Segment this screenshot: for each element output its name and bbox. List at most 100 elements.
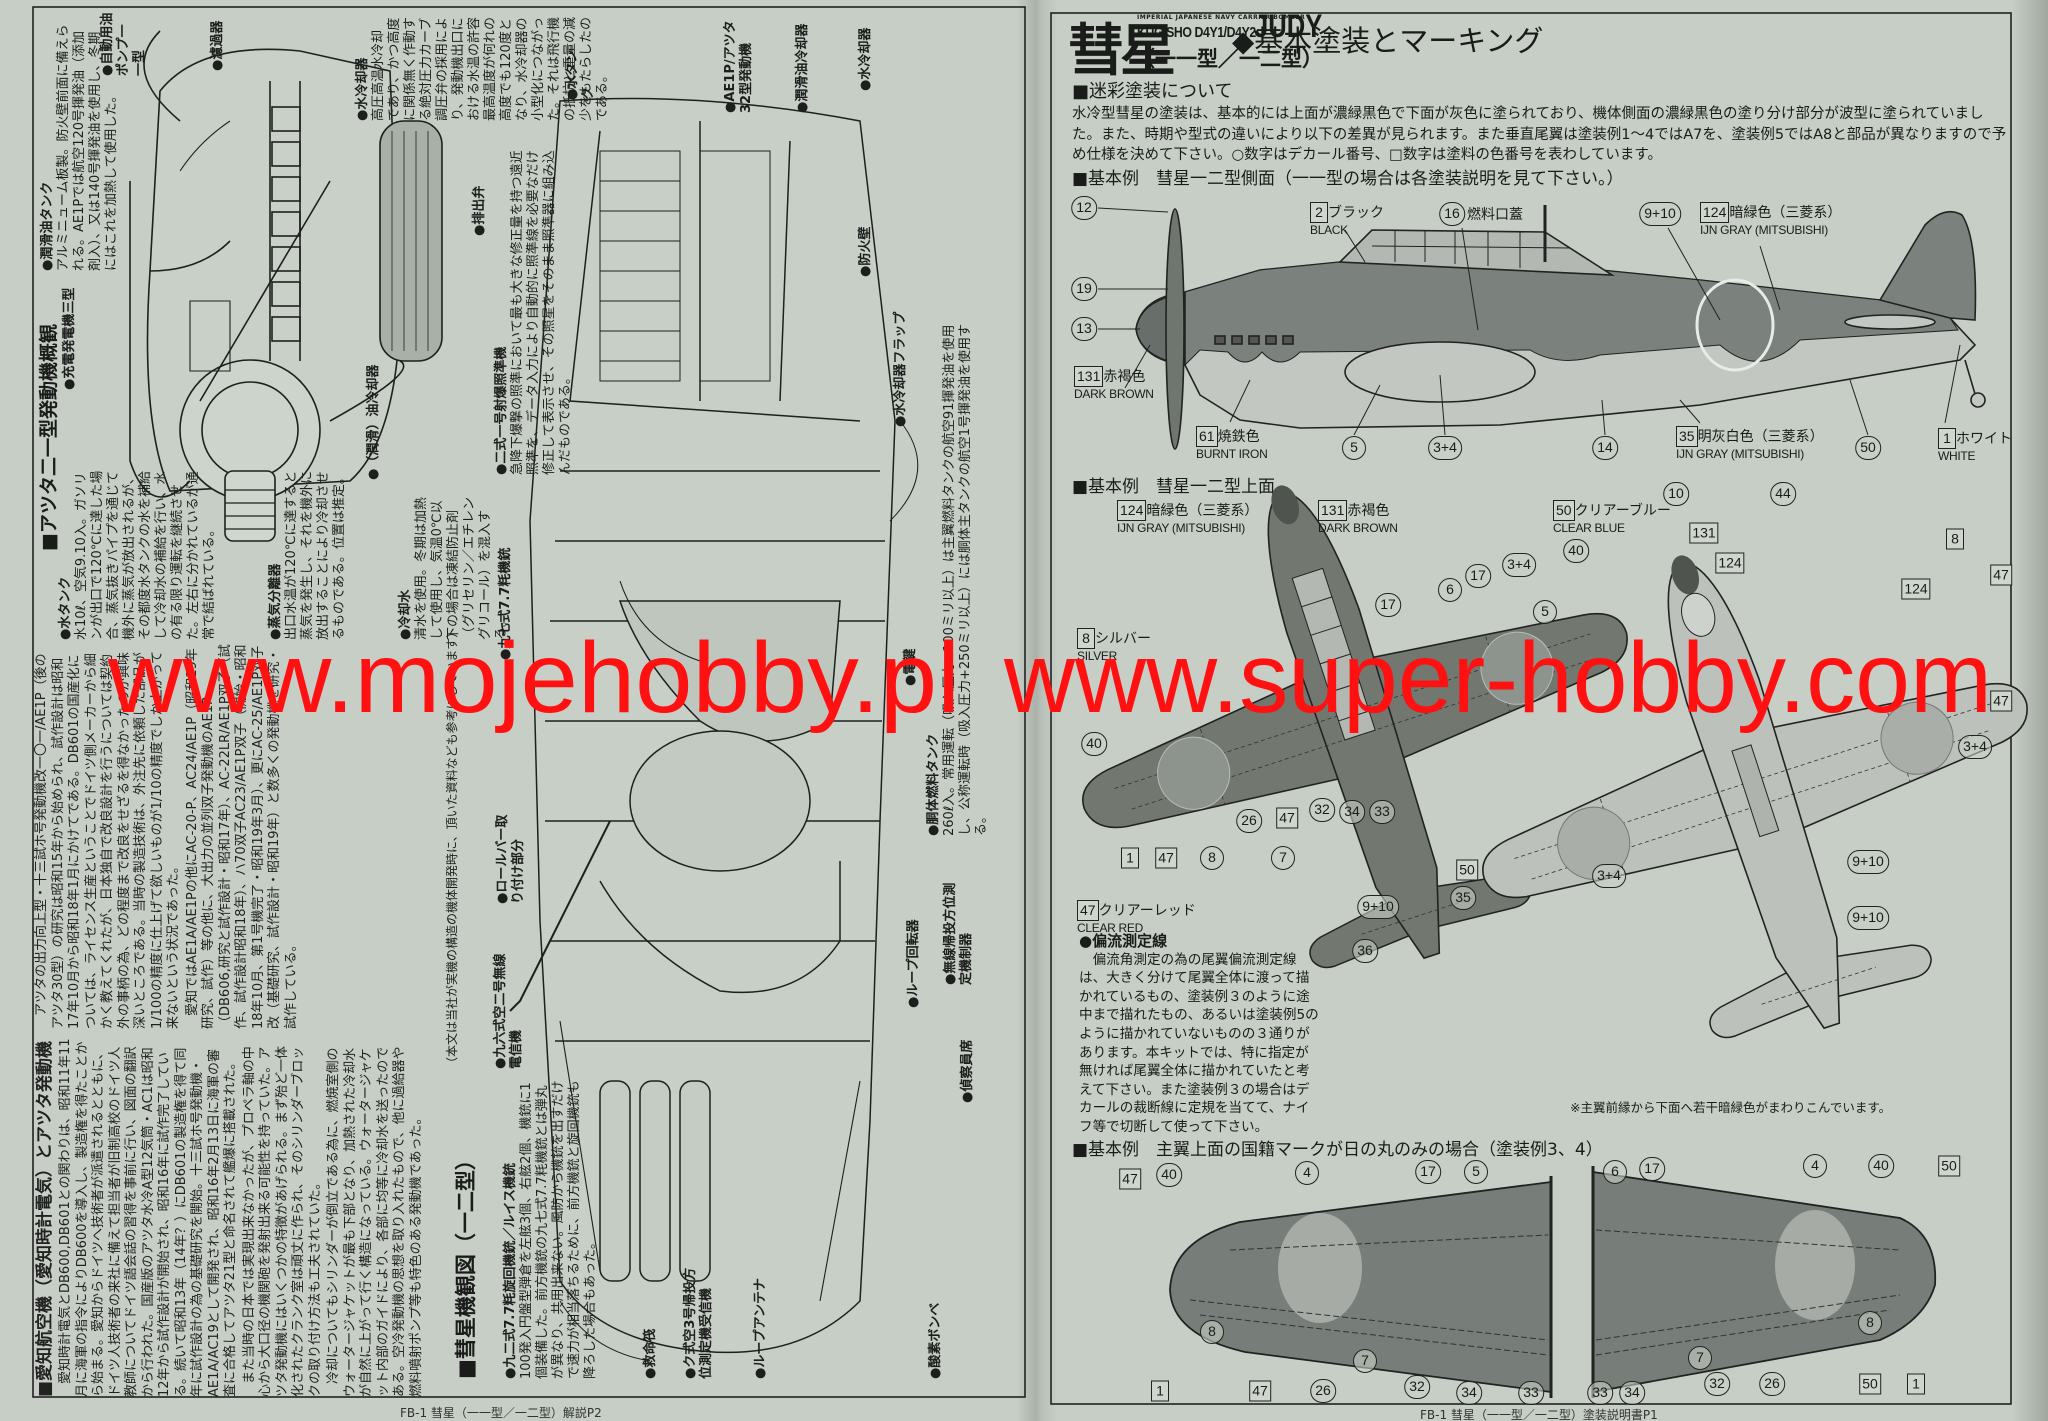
drift-line-text: 偏流角測定の為の尾翼偏流測定線は、大きく分けて尾翼全体に渡って描かれているもの、… [1079,951,1319,1135]
paint-name-en: DARK BROWN [1318,521,1398,535]
paint-name-en: IJN GRAY (MITSUBISHI) [1700,223,1828,237]
decal-callout: 17 [1465,564,1491,588]
title-model: KUGISHO D4Y1/D4Y2 [1137,24,1256,41]
decal-callout: 40 [1563,539,1589,563]
right-page-footer: FB-1 彗星（一一型／一二型）塗装説明書P1 [1420,1408,1658,1421]
decal-callout: 3+4 [1958,735,1992,759]
side-view-aircraft [1097,205,1986,450]
decal-callout: 6 [1438,578,1462,602]
fuselage-cutaway-illustration [509,97,919,1362]
title-subtitle: IMPERIAL JAPANESE NAVY CARRIER BOMBER [1137,14,1306,21]
wing-view-heading: ■基本例 主翼上面の国籍マークが日の丸のみの場合（塗装例3、4） [1072,1140,1603,1160]
decal-callout: 3+4 [1592,864,1626,888]
engine-illustration [129,30,443,542]
engine-and-fuselage-drawing [129,30,919,1362]
paint-box-callout: 1 [1121,847,1139,869]
paint-box-callout: 47 [1990,564,2012,586]
decal-callout: 32 [1404,1375,1430,1399]
decal-callout: 7 [1353,1349,1377,1373]
paint-name-en: WHITE [1938,449,1976,463]
title-types: （一一型／一二型） [1134,46,1323,71]
decal-callout: 34 [1619,1381,1645,1405]
decal-callout: 9+10 [1847,906,1889,930]
paint-box-callout: 50 [1456,859,1478,881]
paint-box-callout: 50 [1938,1155,1960,1177]
paint-number: 35 [1676,426,1698,447]
decal-callout: 32 [1309,798,1335,822]
decal-callout: 3+4 [1502,553,1536,577]
decal-callout: 3+4 [1428,436,1462,460]
decal-callout: 7 [1271,846,1295,870]
wing-upper-right [1591,1166,1937,1398]
decal-callout: 26 [1310,1379,1336,1403]
decal-callout: 26 [1759,1372,1785,1396]
paint-box-callout: 124 [1715,552,1745,574]
decal-callout: 33 [1369,800,1395,824]
paint-box-callout: 47 [1249,1380,1271,1402]
decal-callout: 16 [1439,202,1465,226]
paint-name-en: DARK BROWN [1074,387,1154,401]
decal-callout: 4 [1295,1161,1319,1185]
decal-callout: 40 [1081,732,1107,756]
decal-callout: 5 [1464,1160,1488,1184]
top-view-aircraft-upper [1009,403,1704,1045]
paint-name: 赤褐色 [1103,369,1146,385]
paint-number: 2 [1310,202,1328,223]
drift-line-heading: ●偏流測定線 [1079,932,1168,950]
left-page-cutaway-explanation: ■アツタ二一型発動機概観 ●潤滑油タンクアルミニューム板製。防火壁前面に備えられ… [34,13,989,1397]
paint-name-en: BURNT IRON [1196,447,1268,461]
paint-box-callout: 50 [1859,1373,1881,1395]
decal-callout: 8 [1200,1320,1224,1344]
decal-callout: 32 [1704,1372,1730,1396]
paint-box-callout: 124 [1901,578,1931,600]
decal-callout: 8 [1200,846,1224,870]
decal-callout: 9+10 [1357,895,1399,919]
paint-box-callout: 1 [1151,1380,1169,1402]
paint-number: 124 [1700,202,1730,223]
paint-name: クリアーレッド [1098,903,1196,919]
drift-line-section: ●偏流測定線 偏流角測定の為の尾翼偏流測定線は、大きく分けて尾翼全体に渡って描か… [1079,932,1319,1137]
decal-callout: 4 [1803,1154,1827,1178]
paint-name: 暗緑色（三菱系） [1729,205,1842,221]
decal-callout: 19 [1071,277,1097,301]
paint-name: 明灰白色（三菱系） [1697,429,1824,445]
decal-callout: 17 [1375,593,1401,617]
paint-box-callout: 47 [1990,690,2012,712]
decal-callout: 33 [1587,1381,1613,1405]
decal-callout: 9+10 [1847,850,1889,874]
decal-callout: 34 [1456,1381,1482,1405]
decal-callout: 40 [1156,1163,1182,1187]
decal-callout: 8 [1858,1311,1882,1335]
paint-name-en: BLACK [1310,223,1348,237]
leading-edge-note: ※主翼前縁から下面へ若干暗緑色がまわりこんでいます。 [1570,1100,1892,1115]
paint-number: 124 [1117,500,1147,521]
top-view-aircraft-lower [1409,473,2048,1115]
paint-name: 焼鉄色 [1217,429,1260,445]
decal-callout: 10 [1663,482,1689,506]
decal-callout: 50 [1855,436,1881,460]
paint-name-en: IJN GRAY (MITSUBISHI) [1676,447,1804,461]
paint-name: クリアーブルー [1574,503,1671,519]
decal-callout: 17 [1415,1160,1441,1184]
side-view-heading: ■基本例 彗星一二型側面（一一型の場合は各塗装説明を見て下さい。） [1072,169,1624,189]
decal-callout: 33 [1518,1381,1544,1405]
decal-callout: 14 [1592,436,1618,460]
title-name: JUDY [1254,8,1323,44]
decal-callout: 44 [1770,482,1796,506]
paint-number: 1 [1938,428,1956,449]
paint-number: 131 [1074,366,1104,387]
decal-callout: 36 [1352,939,1378,963]
camouflage-heading: ■迷彩塗装について [1072,81,1233,102]
decal-callout: 9+10 [1639,202,1681,226]
top-view-heading: ■基本例 彗星一二型上面 [1072,477,1276,497]
